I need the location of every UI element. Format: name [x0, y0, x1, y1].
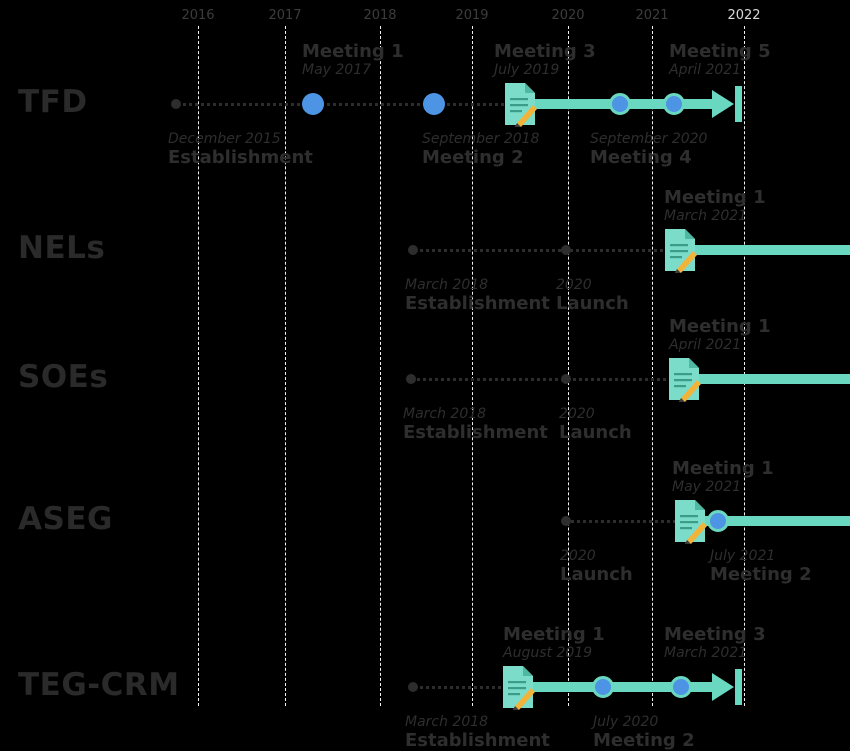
track-end-marker-teg-crm — [735, 669, 742, 705]
event-date-teg-crm-meeting-3: March 2021 — [664, 645, 748, 661]
progress-track-teg-crm — [528, 682, 722, 692]
meeting-dot-teg-crm-meeting-3 — [670, 676, 692, 698]
row-label-tfd: TFD — [18, 84, 88, 120]
dotted-line-tfd — [176, 102, 510, 106]
event-title-tfd-meeting-1: Meeting 1 — [302, 41, 404, 62]
event-date-nels-meeting-1: March 2021 — [664, 208, 748, 224]
event-date-tfd-meeting-2: September 2018 — [422, 131, 540, 147]
event-title-nels-meeting-1: Meeting 1 — [664, 187, 766, 208]
event-title-nels-establishment: Establishment — [405, 293, 550, 314]
event-date-tfd-meeting-5: April 2021 — [669, 62, 742, 78]
event-date-soes-meeting-1: April 2021 — [669, 337, 742, 353]
gridline-2020 — [568, 26, 569, 706]
event-date-tfd-meeting-1: May 2017 — [302, 62, 372, 78]
event-date-nels-establishment: March 2018 — [405, 277, 489, 293]
event-title-teg-crm-meeting-1: Meeting 1 — [503, 624, 605, 645]
gridline-2017 — [285, 26, 286, 706]
event-date-aseg-meeting-1: May 2021 — [672, 479, 742, 495]
event-title-soes-establishment: Establishment — [403, 422, 548, 443]
event-date-soes-launch: 2020 — [559, 406, 595, 422]
event-date-tfd-meeting-3: July 2019 — [494, 62, 560, 78]
milestone-dot-soes-launch — [561, 374, 571, 384]
event-title-aseg-meeting-1: Meeting 1 — [672, 458, 774, 479]
document-icon — [669, 358, 701, 402]
event-title-aseg-meeting-2: Meeting 2 — [710, 564, 812, 585]
event-title-aseg-launch: Launch — [560, 564, 633, 585]
event-date-soes-establishment: March 2018 — [403, 406, 487, 422]
event-title-teg-crm-establishment: Establishment — [405, 730, 550, 751]
event-date-aseg-meeting-2: July 2021 — [710, 548, 776, 564]
milestone-dot-tfd-establishment — [171, 99, 181, 109]
event-title-tfd-meeting-3: Meeting 3 — [494, 41, 596, 62]
meeting-dot-tfd-meeting-4 — [609, 93, 631, 115]
track-end-marker-tfd — [735, 86, 742, 122]
event-title-teg-crm-meeting-2: Meeting 2 — [593, 730, 695, 751]
milestone-dot-aseg-launch — [561, 516, 571, 526]
meeting-dot-aseg-meeting-2 — [707, 510, 729, 532]
event-date-nels-launch: 2020 — [556, 277, 592, 293]
document-icon — [505, 83, 537, 127]
milestone-dot-nels-launch — [561, 245, 571, 255]
year-label-2019: 2019 — [455, 8, 489, 23]
meeting-dot-tfd-meeting-5 — [663, 93, 685, 115]
year-label-2018: 2018 — [363, 8, 397, 23]
gridline-2018 — [380, 26, 381, 706]
row-label-nels: NELs — [18, 230, 106, 266]
dotted-line-aseg — [566, 519, 676, 523]
event-title-soes-launch: Launch — [559, 422, 632, 443]
event-title-tfd-meeting-2: Meeting 2 — [422, 147, 524, 168]
year-label-2022: 2022 — [727, 8, 761, 23]
event-title-soes-meeting-1: Meeting 1 — [669, 316, 771, 337]
event-title-nels-launch: Launch — [556, 293, 629, 314]
dotted-line-nels — [413, 248, 670, 252]
row-label-aseg: ASEG — [18, 501, 113, 537]
row-label-teg-crm: TEG-CRM — [18, 667, 180, 703]
dotted-line-teg-crm — [413, 685, 508, 689]
document-icon — [665, 229, 697, 273]
event-title-tfd-meeting-4: Meeting 4 — [590, 147, 692, 168]
progress-track-nels — [690, 245, 850, 255]
event-date-tfd-establishment: December 2015 — [168, 131, 281, 147]
document-icon — [675, 500, 707, 544]
gridline-2019 — [472, 26, 473, 706]
gridline-2016 — [198, 26, 199, 706]
event-title-tfd-establishment: Establishment — [168, 147, 313, 168]
progress-track-aseg — [698, 516, 850, 526]
track-arrowhead-teg-crm — [712, 673, 734, 701]
milestone-dot-nels-establishment — [408, 245, 418, 255]
meeting-dot-tfd-meeting-2 — [423, 93, 445, 115]
year-label-2021: 2021 — [635, 8, 669, 23]
milestone-dot-teg-crm-establishment — [408, 682, 418, 692]
event-title-teg-crm-meeting-3: Meeting 3 — [664, 624, 766, 645]
row-label-soes: SOEs — [18, 359, 109, 395]
gridline-2022 — [744, 26, 745, 706]
progress-track-soes — [694, 374, 850, 384]
gridline-2021 — [652, 26, 653, 706]
track-arrowhead-tfd — [712, 90, 734, 118]
event-date-teg-crm-establishment: March 2018 — [405, 714, 489, 730]
year-label-2017: 2017 — [268, 8, 302, 23]
event-date-tfd-meeting-4: September 2020 — [590, 131, 708, 147]
event-title-tfd-meeting-5: Meeting 5 — [669, 41, 771, 62]
event-date-teg-crm-meeting-2: July 2020 — [593, 714, 659, 730]
year-label-2020: 2020 — [551, 8, 585, 23]
year-label-2016: 2016 — [181, 8, 215, 23]
event-date-aseg-launch: 2020 — [560, 548, 596, 564]
meeting-dot-tfd-meeting-1 — [302, 93, 324, 115]
meeting-dot-teg-crm-meeting-2 — [592, 676, 614, 698]
dotted-line-soes — [411, 377, 672, 381]
event-date-teg-crm-meeting-1: August 2019 — [503, 645, 593, 661]
document-icon — [503, 666, 535, 710]
milestone-dot-soes-establishment — [406, 374, 416, 384]
